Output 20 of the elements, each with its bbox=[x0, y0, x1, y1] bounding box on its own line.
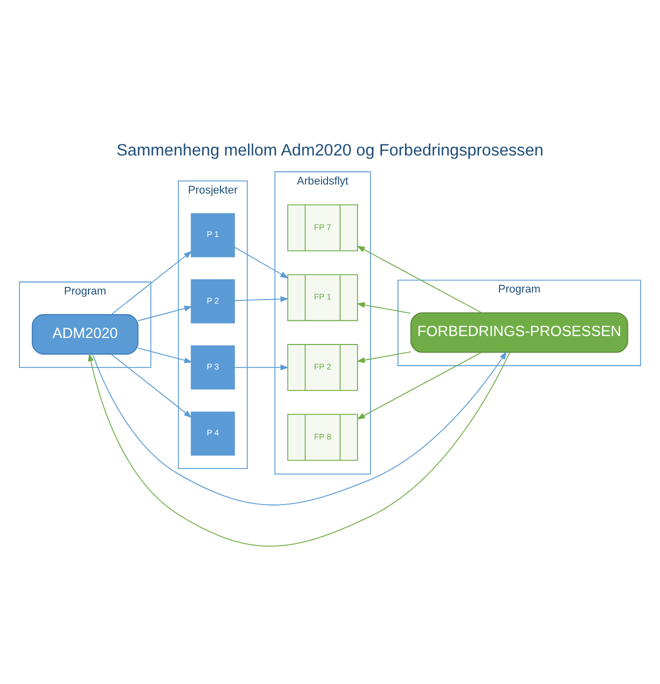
node-box: P 4 bbox=[190, 411, 235, 456]
arrow bbox=[110, 353, 192, 418]
node-box: P 2 bbox=[190, 278, 235, 323]
arrow bbox=[356, 350, 412, 362]
arrow bbox=[356, 245, 482, 313]
arrow bbox=[356, 302, 412, 314]
diagram-title: Sammenheng mellom Adm2020 og Forbedringsprosessen bbox=[116, 140, 544, 160]
arrow bbox=[138, 305, 193, 321]
arrow bbox=[138, 347, 193, 363]
node-box: P 1 bbox=[190, 212, 235, 257]
arrow bbox=[110, 250, 192, 315]
arrow bbox=[356, 352, 482, 419]
arrow bbox=[234, 296, 289, 302]
arrow bbox=[88, 351, 510, 546]
arrow bbox=[234, 246, 289, 278]
node-box: ADM2020 bbox=[32, 314, 138, 354]
arrow bbox=[92, 350, 507, 505]
node-box: FORBEDRINGS-PROSESSEN bbox=[410, 312, 628, 352]
node-box: P 3 bbox=[190, 344, 235, 390]
arrow bbox=[234, 364, 289, 370]
